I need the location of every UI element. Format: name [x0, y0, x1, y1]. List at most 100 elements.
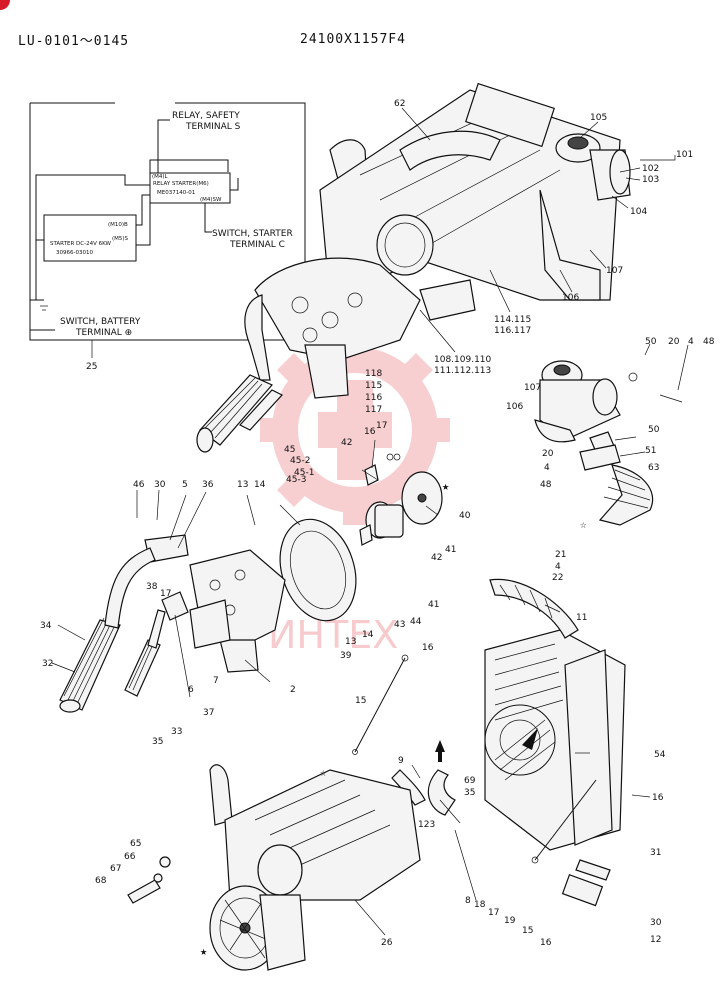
- callout-c15a: 15: [355, 696, 366, 706]
- callout-c20b: 20: [542, 449, 554, 459]
- callout-c103: 103: [642, 175, 659, 185]
- callout-c33: 33: [171, 727, 182, 737]
- callout-c68: 68: [95, 876, 107, 886]
- rod-15: [352, 654, 409, 755]
- callout-c22: 22: [552, 573, 563, 583]
- callout-c39: 39: [340, 651, 352, 661]
- callout-c106b: 106: [506, 402, 523, 412]
- callout-c42b: 42: [431, 553, 442, 563]
- terminal-m5s: (M5)S: [112, 236, 129, 242]
- callout-c6: 6: [188, 685, 194, 695]
- callout-c21: 21: [555, 550, 566, 560]
- callout-c16b: 16: [422, 643, 434, 653]
- rod-15-right: [531, 779, 597, 864]
- callout-labels: 62105101102103104107106114.115116.117108…: [40, 99, 715, 948]
- wiring-callout: 25: [86, 362, 97, 372]
- callout-c114: 114.115: [494, 315, 531, 325]
- callout-c123: 123: [418, 820, 435, 830]
- callout-c42a: 42: [341, 438, 352, 448]
- callout-c9: 9: [398, 756, 404, 766]
- star-outline-icon-2: ☆: [320, 766, 327, 779]
- hydraulic-pump: [144, 534, 286, 673]
- starter-part: 30966-03010: [56, 250, 93, 256]
- callout-c48b: 48: [540, 480, 552, 490]
- radiator-assembly: [391, 578, 626, 907]
- switch-starter-label: SWITCH, STARTER: [212, 229, 293, 239]
- callout-c38: 38: [146, 582, 158, 592]
- callout-c35a: 35: [152, 737, 163, 747]
- callout-c50a: 50: [645, 337, 657, 347]
- callout-c11: 11: [576, 613, 587, 623]
- callout-c8: 8: [465, 896, 471, 906]
- engine-assembly-top: [196, 82, 631, 453]
- coupling-group: [279, 453, 443, 622]
- callout-c41a: 41: [445, 545, 456, 555]
- terminal-m4sw: (M4)SW: [200, 197, 222, 203]
- callout-c17a: 17: [376, 421, 387, 431]
- callout-c26: 26: [381, 938, 393, 948]
- callout-c116b: 116: [365, 393, 382, 403]
- left-hoses: [59, 547, 166, 713]
- callout-c69: 69: [464, 776, 476, 786]
- callout-c13b: 13: [345, 637, 356, 647]
- callout-c5: 5: [182, 480, 188, 490]
- callout-c67: 67: [110, 864, 121, 874]
- callout-c116: 116.117: [494, 326, 531, 336]
- callout-c102: 102: [642, 164, 659, 174]
- callout-c16c: 16: [652, 793, 664, 803]
- relay-safety-label: RELAY, SAFETY: [172, 111, 240, 121]
- callout-c43: 43: [394, 620, 405, 630]
- callout-c44: 44: [410, 617, 422, 627]
- callout-c54: 54: [654, 750, 666, 760]
- starter-label: STARTER DC-24V 6KW: [50, 241, 111, 247]
- callout-c34: 34: [40, 621, 52, 631]
- switch-battery-terminal: TERMINAL ⊕: [75, 328, 132, 338]
- callout-c66: 66: [124, 852, 136, 862]
- callout-c63: 63: [648, 463, 659, 473]
- callout-c65: 65: [130, 839, 141, 849]
- callout-c17c: 17: [488, 908, 499, 918]
- flow-arrow-icon: [435, 740, 445, 752]
- callout-c107b: 107: [524, 383, 541, 393]
- callout-c115: 115: [365, 381, 382, 391]
- callout-c108: 108.109.110: [434, 355, 492, 365]
- callout-c14a: 14: [254, 480, 266, 490]
- callout-c452: 45-2: [290, 456, 310, 466]
- model-range-header: LU-0101〜0145: [18, 34, 130, 49]
- callout-c117: 117: [365, 405, 382, 415]
- callout-c107a: 107: [606, 266, 623, 276]
- callout-c30a: 30: [154, 480, 166, 490]
- terminal-m4l: (M4)L: [152, 174, 169, 180]
- callout-c36: 36: [202, 480, 214, 490]
- callout-c62: 62: [394, 99, 405, 109]
- callout-c451: 45-1: [294, 468, 314, 478]
- callout-c40: 40: [459, 511, 471, 521]
- callout-c101: 101: [676, 150, 693, 160]
- callout-c37: 37: [203, 708, 214, 718]
- callout-c15b: 15: [522, 926, 533, 936]
- callout-c20a: 20: [668, 337, 680, 347]
- callout-c4b: 4: [544, 463, 550, 473]
- leader-lines: [51, 107, 689, 936]
- callout-c118: 118: [365, 369, 382, 379]
- callout-c46: 46: [133, 480, 145, 490]
- switch-starter-terminal: TERMINAL C: [229, 240, 285, 250]
- callout-c45: 45: [284, 445, 295, 455]
- callout-c19: 19: [504, 916, 516, 926]
- callout-c4a: 4: [688, 337, 694, 347]
- callout-c41b: 41: [428, 600, 439, 610]
- callout-c13a: 13: [237, 480, 248, 490]
- callout-c111: 111.112.113: [434, 366, 491, 376]
- callout-c31: 31: [650, 848, 661, 858]
- terminal-m10b: (M10)B: [108, 222, 128, 228]
- relay-safety-terminal: TERMINAL S: [185, 122, 241, 132]
- callout-c30b: 30: [650, 918, 662, 928]
- callout-c50b: 50: [648, 425, 660, 435]
- callout-c17b: 17: [160, 589, 171, 599]
- sensor-parts: [127, 856, 171, 904]
- star-marker-icon-2: ★: [200, 944, 207, 958]
- callout-c453: 45-3: [286, 475, 306, 485]
- part-number-header: 24100X1157F4: [300, 32, 406, 47]
- switch-battery-label: SWITCH, BATTERY: [60, 317, 141, 327]
